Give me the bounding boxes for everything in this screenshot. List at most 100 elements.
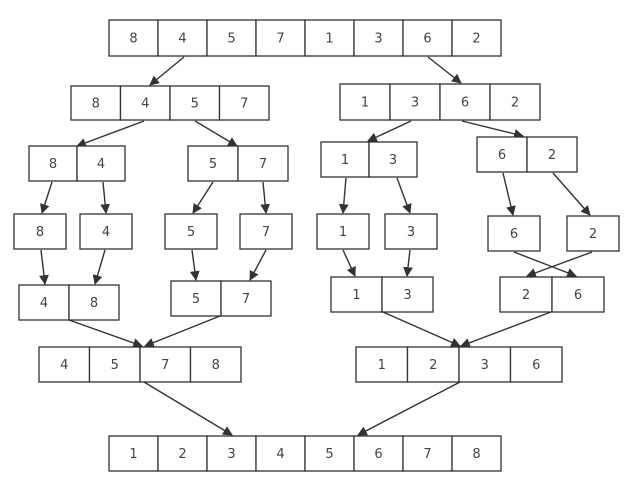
arrow-LL-to-s4 [100,181,111,214]
arrow-RR-to-s6 [502,172,516,216]
cell-box [389,83,441,121]
array-cell: 1 [304,19,355,57]
cell-value: 2 [522,288,530,303]
array-s8: 8 [13,213,67,250]
array-cell: 1 [339,83,391,121]
array-cell: 5 [170,280,222,317]
array-cell: 6 [476,136,528,173]
array-s3: 3 [384,213,438,250]
cell-value: 7 [276,32,284,47]
array-s2: 2 [566,215,620,252]
cell-value: 7 [423,447,431,462]
array-cell: 7 [218,85,270,121]
array-cell: 5 [206,19,257,57]
cell-value: 8 [49,157,57,172]
cell-box [566,215,620,252]
array-cell: 7 [220,280,272,317]
cell-box [255,19,306,57]
cell-box [206,435,257,472]
array-cell: 6 [402,19,453,57]
array-cell: 4 [79,213,133,250]
cell-value: 7 [242,292,250,307]
array-cell: 8 [28,145,78,182]
array-cell: 7 [402,435,453,472]
array-cell: 2 [157,435,208,472]
arrow-mL-to-final [143,381,233,436]
array-cell: 7 [239,213,293,250]
arrow-LR-to-s5 [192,181,214,214]
array-cell: 3 [353,19,404,57]
array-cell: 2 [406,346,460,383]
array-cell: 1 [316,213,370,250]
cell-box [451,435,502,472]
cell-box [304,435,355,472]
array-cell: 6 [509,346,563,383]
arrow-RL-to-s1 [338,177,349,214]
cell-value: 8 [36,225,44,240]
cell-box [170,280,222,317]
array-cell: 3 [389,83,441,121]
cell-value: 3 [389,153,397,168]
arrow-s1-to-mRL [342,249,356,277]
array-cell: 7 [237,145,289,182]
array-cell: 6 [487,215,541,252]
array-cell: 3 [368,141,418,178]
array-s6: 6 [487,215,541,252]
arrow-L-to-LR [194,120,238,147]
cell-box [406,346,460,383]
cell-box [164,213,218,250]
cell-value: 7 [240,97,248,112]
cell-value: 3 [403,288,411,303]
cell-box [79,213,133,250]
cell-value: 5 [325,447,333,462]
cell-box [368,141,418,178]
cell-value: 1 [378,358,386,373]
cell-value: 4 [276,447,284,462]
array-cell: 2 [566,215,620,252]
array-cell: 2 [451,19,502,57]
cell-value: 4 [141,97,149,112]
cell-box [255,435,306,472]
array-cell: 7 [139,346,192,383]
array-s7: 7 [239,213,293,250]
arrow-root-to-L [149,56,185,86]
cell-box [70,85,122,121]
cell-value: 4 [102,225,110,240]
arrow-s8-to-mLL [39,249,49,285]
cell-box [526,136,578,173]
array-cell: 8 [13,213,67,250]
array-cell: 3 [381,276,434,313]
cell-value: 5 [227,32,235,47]
arrow-mLR-to-mL [144,315,221,348]
arrow-RL-to-s3 [396,177,412,214]
array-cell: 3 [384,213,438,250]
arrow-s6-to-mRR [513,251,577,278]
cell-box [169,85,221,121]
cell-value: 3 [374,32,382,47]
array-cell: 4 [119,85,171,121]
array-cell: 4 [255,435,306,472]
array-cell: 8 [108,19,159,57]
cell-box [88,346,141,383]
array-cell: 1 [320,141,370,178]
cell-box [384,213,438,250]
array-cell: 1 [355,346,409,383]
cell-value: 1 [341,153,349,168]
cell-box [157,19,208,57]
cell-value: 2 [589,227,597,242]
cell-box [206,19,257,57]
arrow-L-to-LL [76,120,145,148]
array-cell: 2 [489,83,541,121]
cell-box [18,284,70,321]
array-cell: 6 [439,83,491,121]
array-cell: 4 [157,19,208,57]
arrow-s4-to-mLL [92,249,106,285]
arrow-s3-to-mRL [403,249,413,277]
